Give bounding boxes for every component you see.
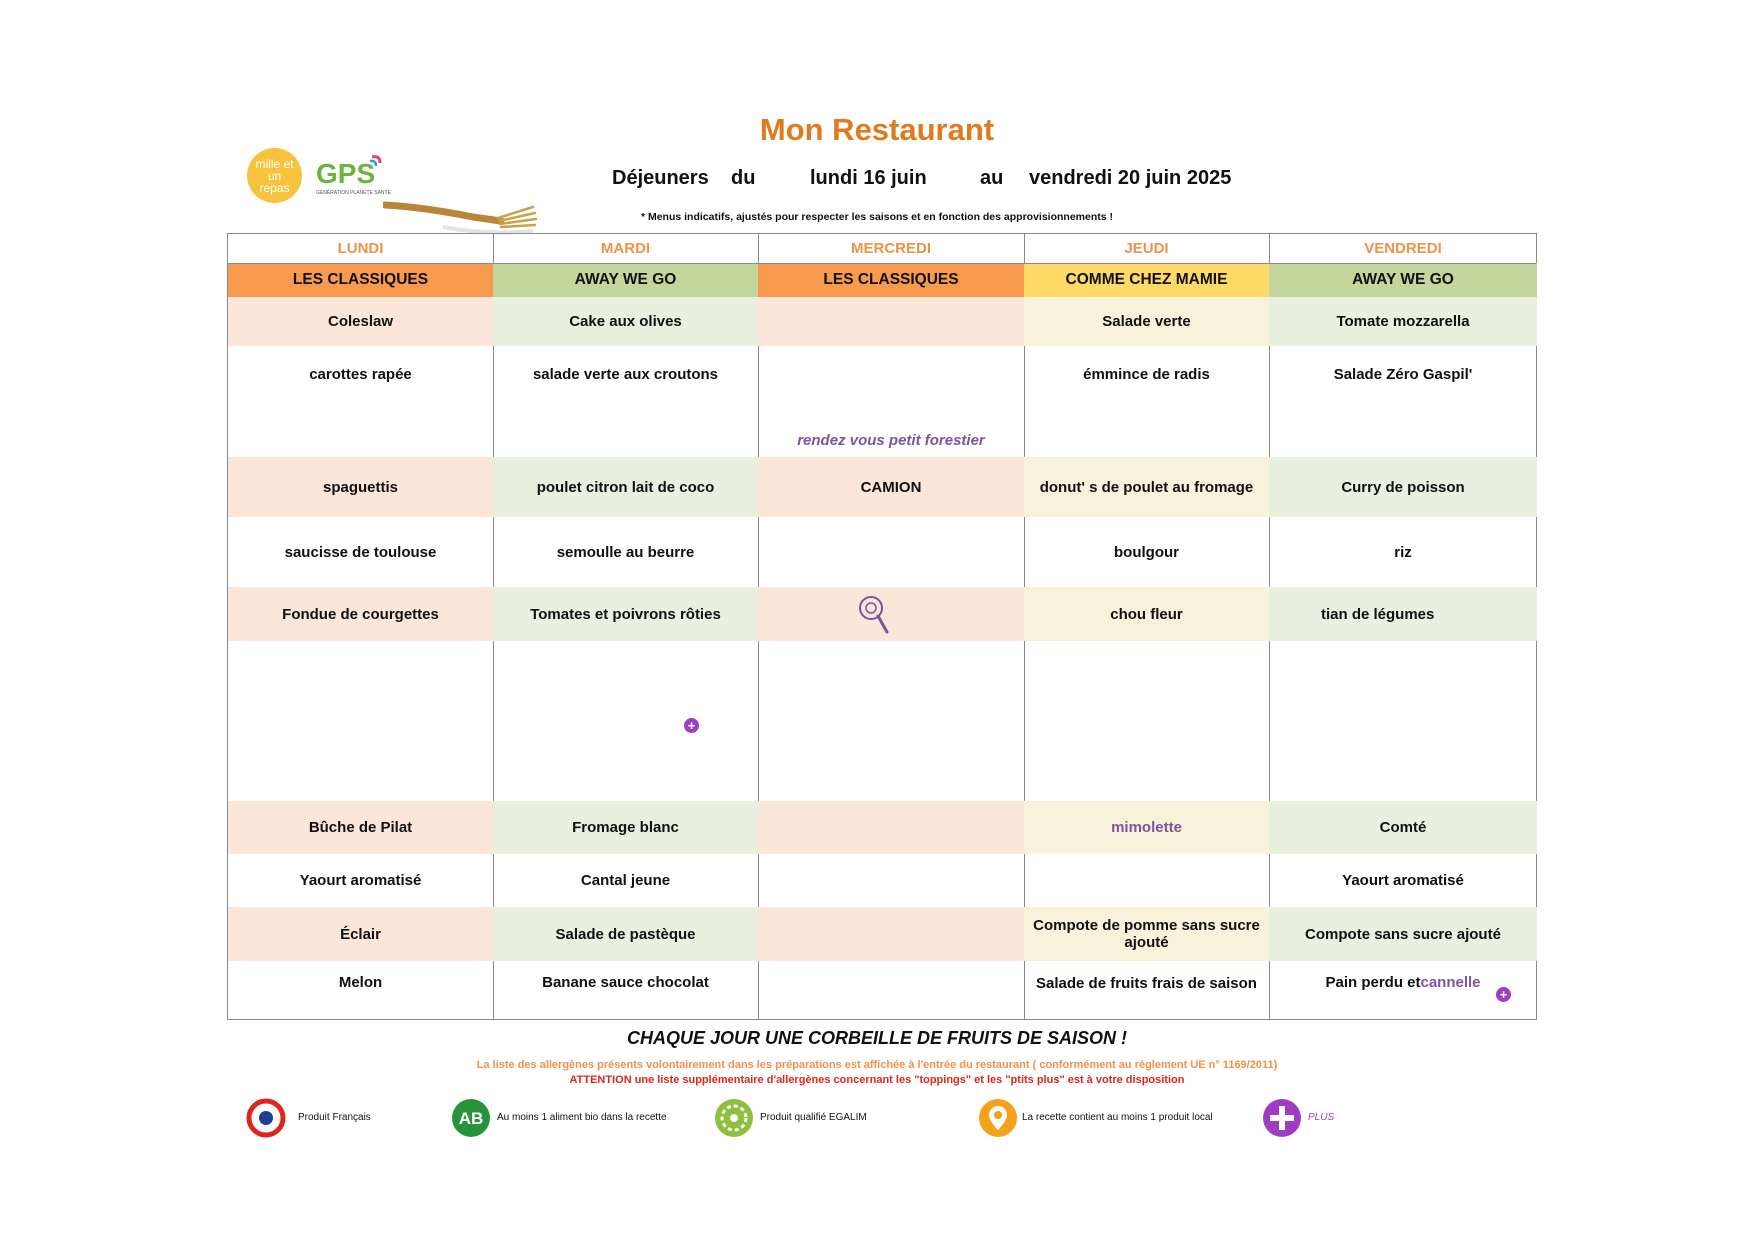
legend-label: Au moins 1 aliment bio dans la recette (497, 1112, 667, 1123)
disclaimer: * Menus indicatifs, ajustés pour respect… (640, 211, 1114, 223)
menu-item (758, 801, 1024, 854)
menu-item (758, 641, 1024, 801)
local-product-icon (979, 1099, 1017, 1137)
svg-text:AB: AB (459, 1109, 484, 1128)
menu-item: rendez vous petit forestier (797, 432, 985, 449)
french-product-icon (246, 1098, 286, 1138)
menu-item: Banane sauce chocolat (542, 974, 709, 991)
menu-item: Compote de pomme sans sucre ajouté (1024, 907, 1269, 961)
plus-icon: + (1496, 987, 1511, 1002)
menu-item (228, 403, 493, 457)
mille-repas-logo: mille et un repas (247, 148, 302, 203)
egalim-icon (715, 1099, 753, 1137)
header-divider (228, 263, 1536, 264)
menu-item: Yaourt aromatisé (299, 872, 422, 889)
menu-item (228, 641, 493, 801)
menu-item: donut' s de poulet au fromage (1024, 457, 1269, 517)
to-word: au (980, 167, 1004, 189)
menu-item: Salade de fruits frais de saison (1036, 975, 1257, 992)
menu-item (1269, 641, 1537, 801)
menu-item: poulet citron lait de coco (493, 457, 758, 517)
plus-icon (1263, 1099, 1301, 1137)
menu-item (493, 641, 758, 801)
menu-item: CAMION (758, 457, 1024, 517)
menu-item (758, 907, 1024, 961)
mille-repas-logo-text: mille et un repas (255, 156, 294, 195)
menu-item (758, 854, 1024, 907)
menu-item: émmince de radis (1083, 366, 1210, 383)
category-header: COMME CHEZ MAMIE (1024, 263, 1269, 297)
cannelle-text: cannelle (1420, 974, 1481, 991)
menu-item: Cake aux olives (493, 297, 758, 346)
svg-text:GPS: GPS (316, 158, 375, 189)
magnifier-icon (859, 596, 889, 634)
menu-item: Fondue de courgettes (228, 587, 493, 641)
page-title: Mon Restaurant (759, 112, 995, 147)
menu-item: semoulle au beurre (556, 543, 695, 561)
day-name-jeudi: JEUDI (1124, 240, 1169, 257)
meal-label: Déjeuners (612, 167, 709, 189)
menu-item (1269, 403, 1537, 457)
menu-item: Compote sans sucre ajouté (1269, 907, 1537, 961)
menu-item (758, 346, 1024, 403)
category-header: AWAY WE GO (1269, 263, 1537, 297)
menu-item: chou fleur (1024, 587, 1269, 641)
menu-item: Bûche de Pilat (228, 801, 493, 854)
menu-item: Salade verte (1024, 297, 1269, 346)
category-header: LES CLASSIQUES (758, 263, 1024, 297)
legend-label: Produit qualifié EGALIM (760, 1112, 867, 1123)
menu-item: Melon (338, 974, 383, 991)
menu-item (493, 403, 758, 457)
end-date: vendredi 20 juin 2025 (1029, 167, 1232, 189)
gps-tagline: GÉNÉRATION PLANÈTE SANTÉ (316, 190, 391, 196)
category-header: LES CLASSIQUES (228, 263, 493, 297)
menu-item: Salade Zéro Gaspil' (1333, 366, 1473, 383)
menu-item: Comté (1269, 801, 1537, 854)
fruits-banner: CHAQUE JOUR UNE CORBEILLE DE FRUITS DE S… (626, 1028, 1128, 1048)
allergen-note: La liste des allergènes présents volonta… (476, 1059, 1278, 1071)
organic-ab-icon: AB (452, 1099, 490, 1137)
menu-item: spaguettis (228, 457, 493, 517)
menu-item: Tomate mozzarella (1269, 297, 1537, 346)
menu-item: mimolette (1024, 801, 1269, 854)
menu-item: Tomates et poivrons rôties (493, 587, 758, 641)
allergen-warning: ATTENTION une liste supplémentaire d'all… (569, 1074, 1185, 1086)
menu-item (1024, 641, 1269, 801)
legend-label: Produit Français (298, 1112, 371, 1123)
day-name-lundi: LUNDI (337, 240, 384, 257)
menu-item: Coleslaw (228, 297, 493, 346)
menu-item: Éclair (228, 907, 493, 961)
legend-label: La recette contient au moins 1 produit l… (1022, 1112, 1213, 1123)
menu-item: carottes rapée (309, 366, 412, 383)
menu-item: Cantal jeune (580, 872, 671, 889)
from-word: du (731, 167, 756, 189)
fork-icon (383, 201, 538, 235)
menu-item: tian de légumes (1269, 587, 1537, 641)
menu-item: riz (1394, 543, 1412, 561)
category-header: AWAY WE GO (493, 263, 758, 297)
menu-item: Salade de pastèque (493, 907, 758, 961)
menu-item: salade verte aux croutons (532, 366, 719, 383)
menu-item: Pain perdu et cannelle (1325, 974, 1481, 991)
menu-item: Curry de poisson (1269, 457, 1537, 517)
plus-icon: + (684, 718, 699, 733)
start-date: lundi 16 juin (810, 167, 927, 189)
menu-item (758, 297, 1024, 346)
day-name-vendredi: VENDREDI (1364, 240, 1442, 257)
menu-item (758, 517, 1024, 587)
legend-label: PLUS (1308, 1112, 1335, 1123)
menu-item: saucisse de toulouse (284, 543, 437, 561)
menu-item: Yaourt aromatisé (1342, 872, 1464, 889)
menu-item (1024, 854, 1269, 907)
menu-item (1024, 403, 1269, 457)
day-name-mardi: MARDI (600, 240, 651, 257)
day-name-mercredi: MERCREDI (850, 240, 931, 257)
gps-logo: GPS GÉNÉRATION PLANÈTE SANTÉ (314, 153, 391, 201)
menu-item (758, 587, 1024, 641)
menu-item: boulgour (1114, 543, 1179, 561)
menu-item: Fromage blanc (493, 801, 758, 854)
